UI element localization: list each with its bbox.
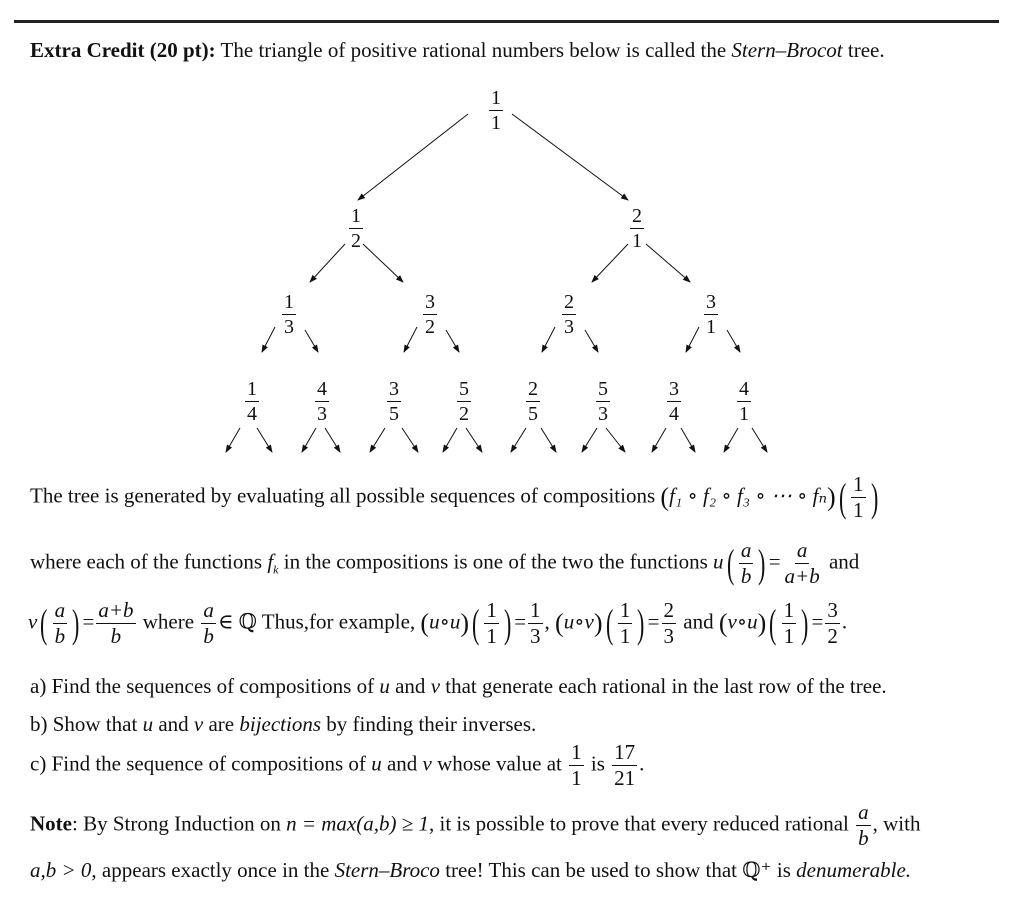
- question-c: c) Find the sequence of compositions of …: [30, 740, 645, 790]
- question-a: a) Find the sequences of compositions of…: [30, 674, 887, 698]
- extra-credit-label: Extra Credit (20 pt):: [30, 38, 216, 62]
- note-line-2: a,b > 0, appears exactly once in the Ste…: [30, 858, 912, 882]
- problem-header: Extra Credit (20 pt): The triangle of po…: [30, 38, 885, 62]
- composition-formula: f₁ ∘ f₂ ∘ f₃ ∘ ⋯ ∘ fₙ: [669, 483, 828, 508]
- tree-arrows: [225, 113, 768, 453]
- question-b: b) Show that u and v are bijections by f…: [30, 712, 537, 736]
- generation-paragraph: The tree is generated by evaluating all …: [30, 472, 878, 522]
- functions-paragraph: where each of the functions fk in the co…: [30, 538, 860, 588]
- top-rule: [14, 20, 999, 23]
- note-line-1: Note: By Strong Induction on n = max(a,b…: [30, 800, 921, 850]
